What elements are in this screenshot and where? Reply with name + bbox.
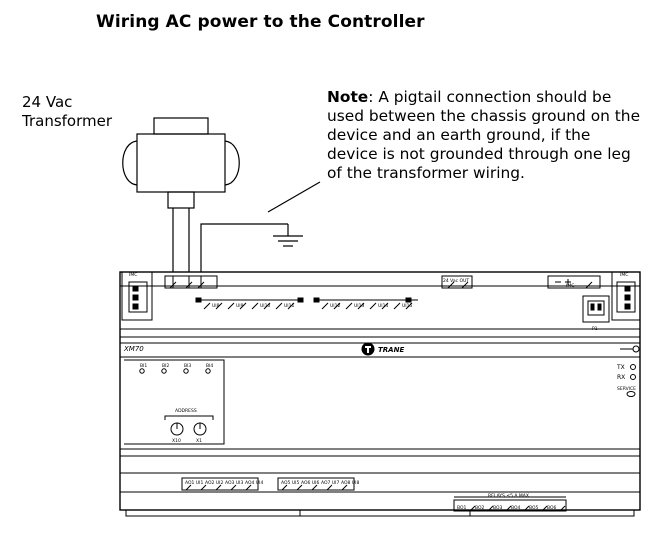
service-button bbox=[626, 391, 636, 397]
transformer-label-line2: Transformer bbox=[22, 112, 113, 130]
note-text: Note: A pigtail connection should be use… bbox=[327, 88, 642, 183]
transformer-label: 24 Vac Transformer bbox=[22, 93, 112, 131]
dial-x1-label: X1 bbox=[196, 438, 202, 444]
ao-label-7: AO7 UI7 bbox=[321, 480, 339, 486]
bi-label-1: BI1 bbox=[140, 363, 147, 369]
earth-ground-icon bbox=[273, 224, 303, 247]
relay-label-2: BO2 bbox=[475, 505, 485, 511]
imc-connector-left bbox=[121, 271, 153, 321]
top-io-label-8: UI15 bbox=[402, 303, 412, 309]
ao-label-3: AO3 UI3 bbox=[225, 480, 243, 486]
transformer-label-line1: 24 Vac bbox=[22, 93, 73, 111]
ao-label-2: AO2 UI2 bbox=[205, 480, 223, 486]
relay-terminals bbox=[453, 496, 567, 512]
imc-right-label: IMC bbox=[620, 272, 628, 278]
top-io-terminals bbox=[195, 297, 418, 310]
note-leader-line bbox=[267, 181, 321, 213]
power-terminal-block bbox=[164, 275, 218, 289]
top-io-label-6: UI13 bbox=[354, 303, 364, 309]
address-label: ADDRESS bbox=[175, 408, 197, 414]
brand-label: TRANE bbox=[378, 346, 404, 354]
ao-label-6: AO6 UI6 bbox=[301, 480, 319, 486]
bottom-ao-terminals bbox=[181, 477, 355, 491]
address-dials bbox=[164, 415, 214, 436]
imc-terminal bbox=[547, 275, 601, 289]
tx-label: TX bbox=[616, 364, 625, 371]
relay-label-1: BO1 bbox=[457, 505, 467, 511]
transformer-icon bbox=[122, 117, 240, 209]
rx-led bbox=[630, 374, 636, 380]
ao-label-4: AO4 UI4 bbox=[245, 480, 263, 486]
status-leds bbox=[626, 364, 636, 397]
relay-label-5: BO5 bbox=[529, 505, 539, 511]
relay-header-label: RELAYS ≤5 A MAX bbox=[488, 493, 529, 499]
imc-connector-right bbox=[611, 271, 641, 321]
dial-x10-label: X10 bbox=[172, 438, 181, 444]
service-label: SERVICE bbox=[617, 386, 636, 392]
bi-input-panel bbox=[124, 359, 225, 445]
model-label: XM70 bbox=[123, 345, 144, 353]
device-labels: XM70 TRANE ADDRESS X10 X1 TX RX SERVICE … bbox=[123, 272, 636, 511]
trane-logo bbox=[361, 342, 375, 356]
ao-label-5: AO5 UI5 bbox=[281, 480, 299, 486]
relay-label-6: BO6 bbox=[547, 505, 557, 511]
rx-label: RX bbox=[617, 374, 625, 381]
bi-label-2: BI2 bbox=[162, 363, 169, 369]
imc-terminal-label: IMC bbox=[566, 283, 574, 289]
controller-device bbox=[119, 271, 641, 517]
bi-label-3: BI3 bbox=[184, 363, 191, 369]
ao-label-1: AO1 UI1 bbox=[185, 480, 203, 486]
top-io-label-5: UI12 bbox=[330, 303, 340, 309]
p1-connector bbox=[582, 295, 610, 323]
relay-label-4: BO4 bbox=[511, 505, 521, 511]
top-io-label-7: UI14 bbox=[378, 303, 388, 309]
relay-label-3: BO3 bbox=[493, 505, 503, 511]
top-io-label-1: UI8 bbox=[212, 303, 220, 309]
vac-out-terminal bbox=[441, 275, 473, 289]
p1-label: P1 bbox=[592, 326, 598, 332]
vac-out-label: 24 Vac OUT bbox=[443, 278, 469, 284]
power-wires bbox=[172, 208, 288, 272]
note-body: : A pigtail connection should be used be… bbox=[327, 88, 641, 182]
top-io-label-2: UI9 bbox=[236, 303, 244, 309]
bi-label-4: BI4 bbox=[206, 363, 213, 369]
top-io-label-3: UI10 bbox=[260, 303, 270, 309]
note-label: Note bbox=[327, 88, 369, 106]
tx-led bbox=[630, 364, 636, 370]
ao-label-8: AO8 UI8 bbox=[341, 480, 359, 486]
top-io-label-4: UI11 bbox=[284, 303, 294, 309]
imc-left-label: IMC bbox=[129, 272, 137, 278]
chassis-ground-tab bbox=[620, 345, 640, 353]
diagram-title: Wiring AC power to the Controller bbox=[96, 12, 425, 32]
